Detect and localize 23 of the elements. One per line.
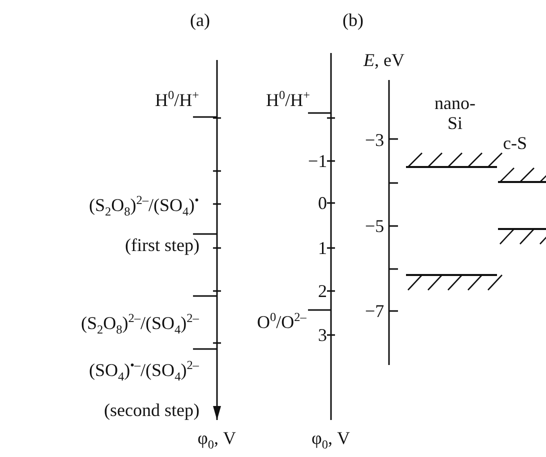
tick-label: 1 xyxy=(318,239,327,257)
axis-label: φ$_{0}$, V xyxy=(198,429,236,447)
tick-label: −7 xyxy=(365,302,384,320)
panel-label: (b) xyxy=(342,11,364,29)
tick-label: 2 xyxy=(318,282,327,300)
tick-label: −1 xyxy=(308,152,328,170)
level-label: (first step) xyxy=(125,236,200,254)
material-label: nano- Si xyxy=(434,94,476,134)
level-label: (S$_{2}$O$_{8}$)$^{2–}$/(SO$_{4}$)$^{2–}$ xyxy=(81,314,199,332)
level-label: (S$_{2}$O$_{8}$)$^{2–}$/(SO$_{4}$)$^{•}$ xyxy=(89,196,199,214)
axis-label: E, eV xyxy=(364,51,404,69)
panel-label: (a) xyxy=(190,11,210,29)
material-label: c-S xyxy=(503,134,527,152)
tick-label: 3 xyxy=(318,326,327,344)
level-label: (second step) xyxy=(104,401,200,419)
level-label: H$^{0}$/H$^{+}$ xyxy=(155,91,200,109)
axis-label: φ$_{0}$, V xyxy=(312,429,350,447)
level-label: H$^{0}$/H$^{+}$ xyxy=(266,91,310,109)
tick-label: −5 xyxy=(365,217,384,235)
tick-label: −3 xyxy=(365,131,384,149)
tick-label: 0 xyxy=(318,194,327,212)
level-label: O$^{0}$/O$^{2–}$ xyxy=(257,313,306,331)
level-label: (SO$_{4}$)$^{•–}$/(SO$_{4}$)$^{2–}$ xyxy=(89,361,199,379)
